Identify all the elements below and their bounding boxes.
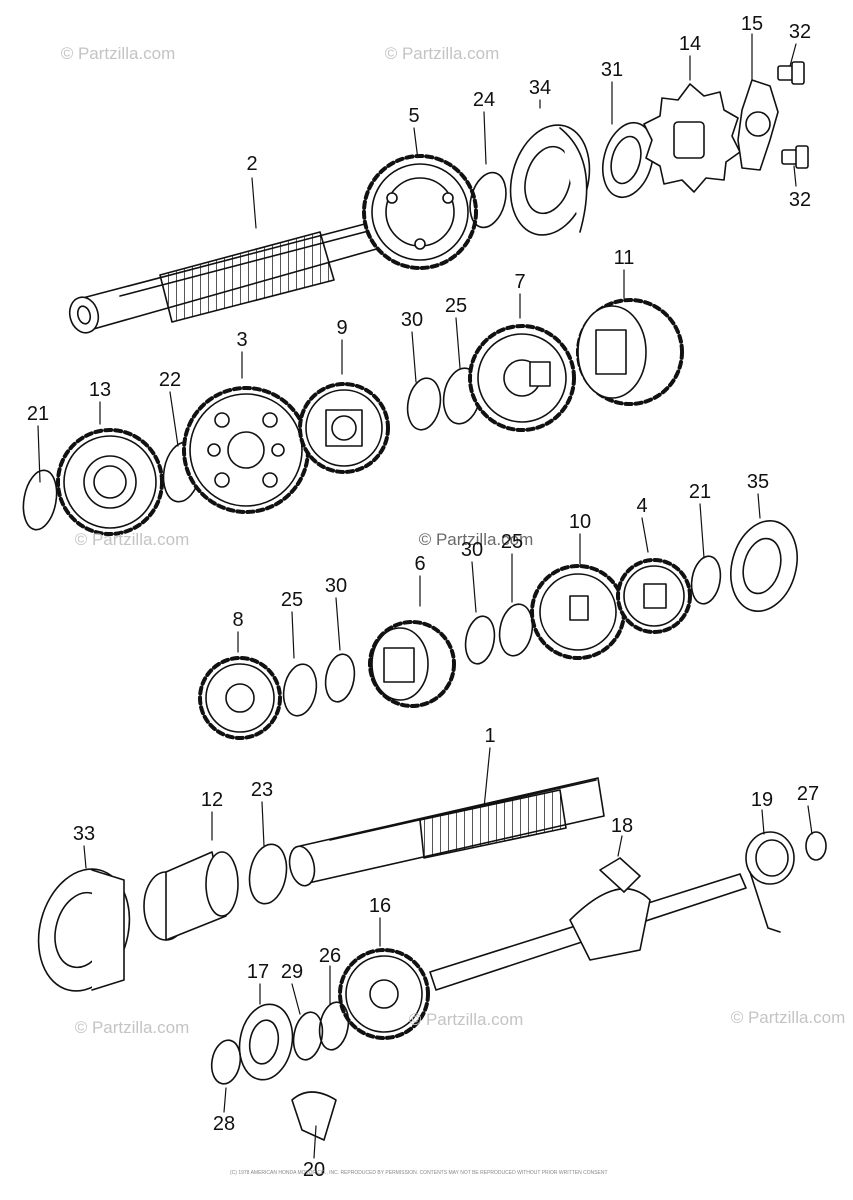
callout-11: 11	[613, 247, 635, 269]
gear-11	[576, 298, 684, 406]
callout-33: 33	[72, 823, 96, 845]
bolt-32-top	[777, 61, 805, 85]
watermark: © Partzilla.com	[74, 1018, 190, 1037]
gear-5	[362, 154, 478, 270]
callout-15: 15	[740, 13, 764, 35]
bearing-35	[730, 520, 798, 612]
callout-6: 6	[414, 553, 426, 575]
gear-13	[56, 428, 164, 536]
callout-24: 24	[472, 89, 496, 111]
gear-3	[182, 386, 310, 514]
collar-17	[238, 1003, 294, 1081]
callout-8: 8	[232, 609, 244, 631]
callout-19: 19	[750, 789, 774, 811]
watermark: © Partzilla.com	[408, 1010, 524, 1029]
oil-seal-31	[602, 121, 654, 199]
bearing-33	[37, 868, 131, 992]
callout-21-row3: 21	[688, 481, 712, 503]
washer-21-mid	[690, 555, 722, 605]
countershaft	[288, 777, 605, 887]
leader-lines	[37, 33, 813, 1159]
callout-21-row2: 21	[26, 403, 50, 425]
callout-2: 2	[246, 153, 258, 175]
callout-13: 13	[88, 379, 112, 401]
gear-6	[368, 620, 456, 708]
plate-15	[737, 79, 779, 171]
callout-10: 10	[568, 511, 592, 533]
gear-12	[143, 851, 239, 941]
clip-20	[291, 1091, 337, 1141]
callout-35: 35	[746, 471, 770, 493]
callout-32-bottom: 32	[788, 189, 812, 211]
callout-18: 18	[610, 815, 634, 837]
callout-32-top: 32	[788, 21, 812, 43]
callout-30-row2: 30	[400, 309, 424, 331]
callout-3: 3	[236, 329, 248, 351]
gear-10	[530, 564, 626, 660]
gear-8	[198, 656, 282, 740]
callout-22: 22	[158, 369, 182, 391]
gear-4	[616, 558, 692, 634]
sprocket-14	[643, 83, 741, 193]
callout-1: 1	[484, 725, 496, 747]
callout-26: 26	[318, 945, 342, 967]
callout-25-row3-right: 25	[500, 531, 524, 553]
callout-25-row3-left: 25	[280, 589, 304, 611]
callout-14: 14	[678, 33, 702, 55]
circlip-29	[292, 1011, 324, 1061]
circlip-30-mid2	[464, 615, 496, 665]
callout-34: 34	[528, 77, 552, 99]
callout-25-row2: 25	[444, 295, 468, 317]
callout-17: 17	[246, 961, 270, 983]
washer-27	[805, 831, 827, 861]
callout-4: 4	[636, 495, 648, 517]
washer-23	[248, 843, 288, 905]
callout-5: 5	[408, 105, 420, 127]
callout-27: 27	[796, 783, 820, 805]
callout-7: 7	[514, 271, 526, 293]
callout-28: 28	[212, 1113, 236, 1135]
callout-23: 23	[250, 779, 274, 801]
spring-19	[745, 831, 795, 933]
callout-29: 29	[280, 961, 304, 983]
callout-31: 31	[600, 59, 624, 81]
washer-25-mid2	[498, 603, 534, 657]
circlip-30-mid	[324, 653, 356, 703]
gear-7	[468, 324, 576, 432]
washer-28	[210, 1039, 242, 1085]
bearing-34	[509, 124, 591, 236]
callout-30-row3-right: 30	[460, 539, 484, 561]
copyright-footer: (C) 1978 AMERICAN HONDA MOTOR CO., INC. …	[230, 1170, 608, 1176]
watermark: © Partzilla.com	[60, 44, 176, 63]
watermark: © Partzilla.com	[730, 1008, 846, 1027]
callout-20: 20	[302, 1159, 326, 1181]
mainshaft	[68, 219, 395, 334]
gear-9	[298, 382, 390, 474]
washer-21-top	[22, 469, 58, 531]
watermark: © Partzilla.com	[384, 44, 500, 63]
bolt-32-bottom	[781, 145, 809, 169]
callout-12: 12	[200, 789, 224, 811]
washer-25-mid	[282, 663, 318, 717]
washer-26	[318, 1001, 350, 1051]
circlip-30-top	[406, 377, 442, 431]
watermark: © Partzilla.com	[74, 530, 190, 549]
gear-16	[338, 948, 430, 1040]
callout-30-row3-left: 30	[324, 575, 348, 597]
callout-16: 16	[368, 895, 392, 917]
washer-24	[469, 171, 507, 229]
gearshift-spindle	[429, 857, 747, 991]
watermark: © Partzilla.com	[418, 530, 534, 549]
callout-9: 9	[336, 317, 348, 339]
